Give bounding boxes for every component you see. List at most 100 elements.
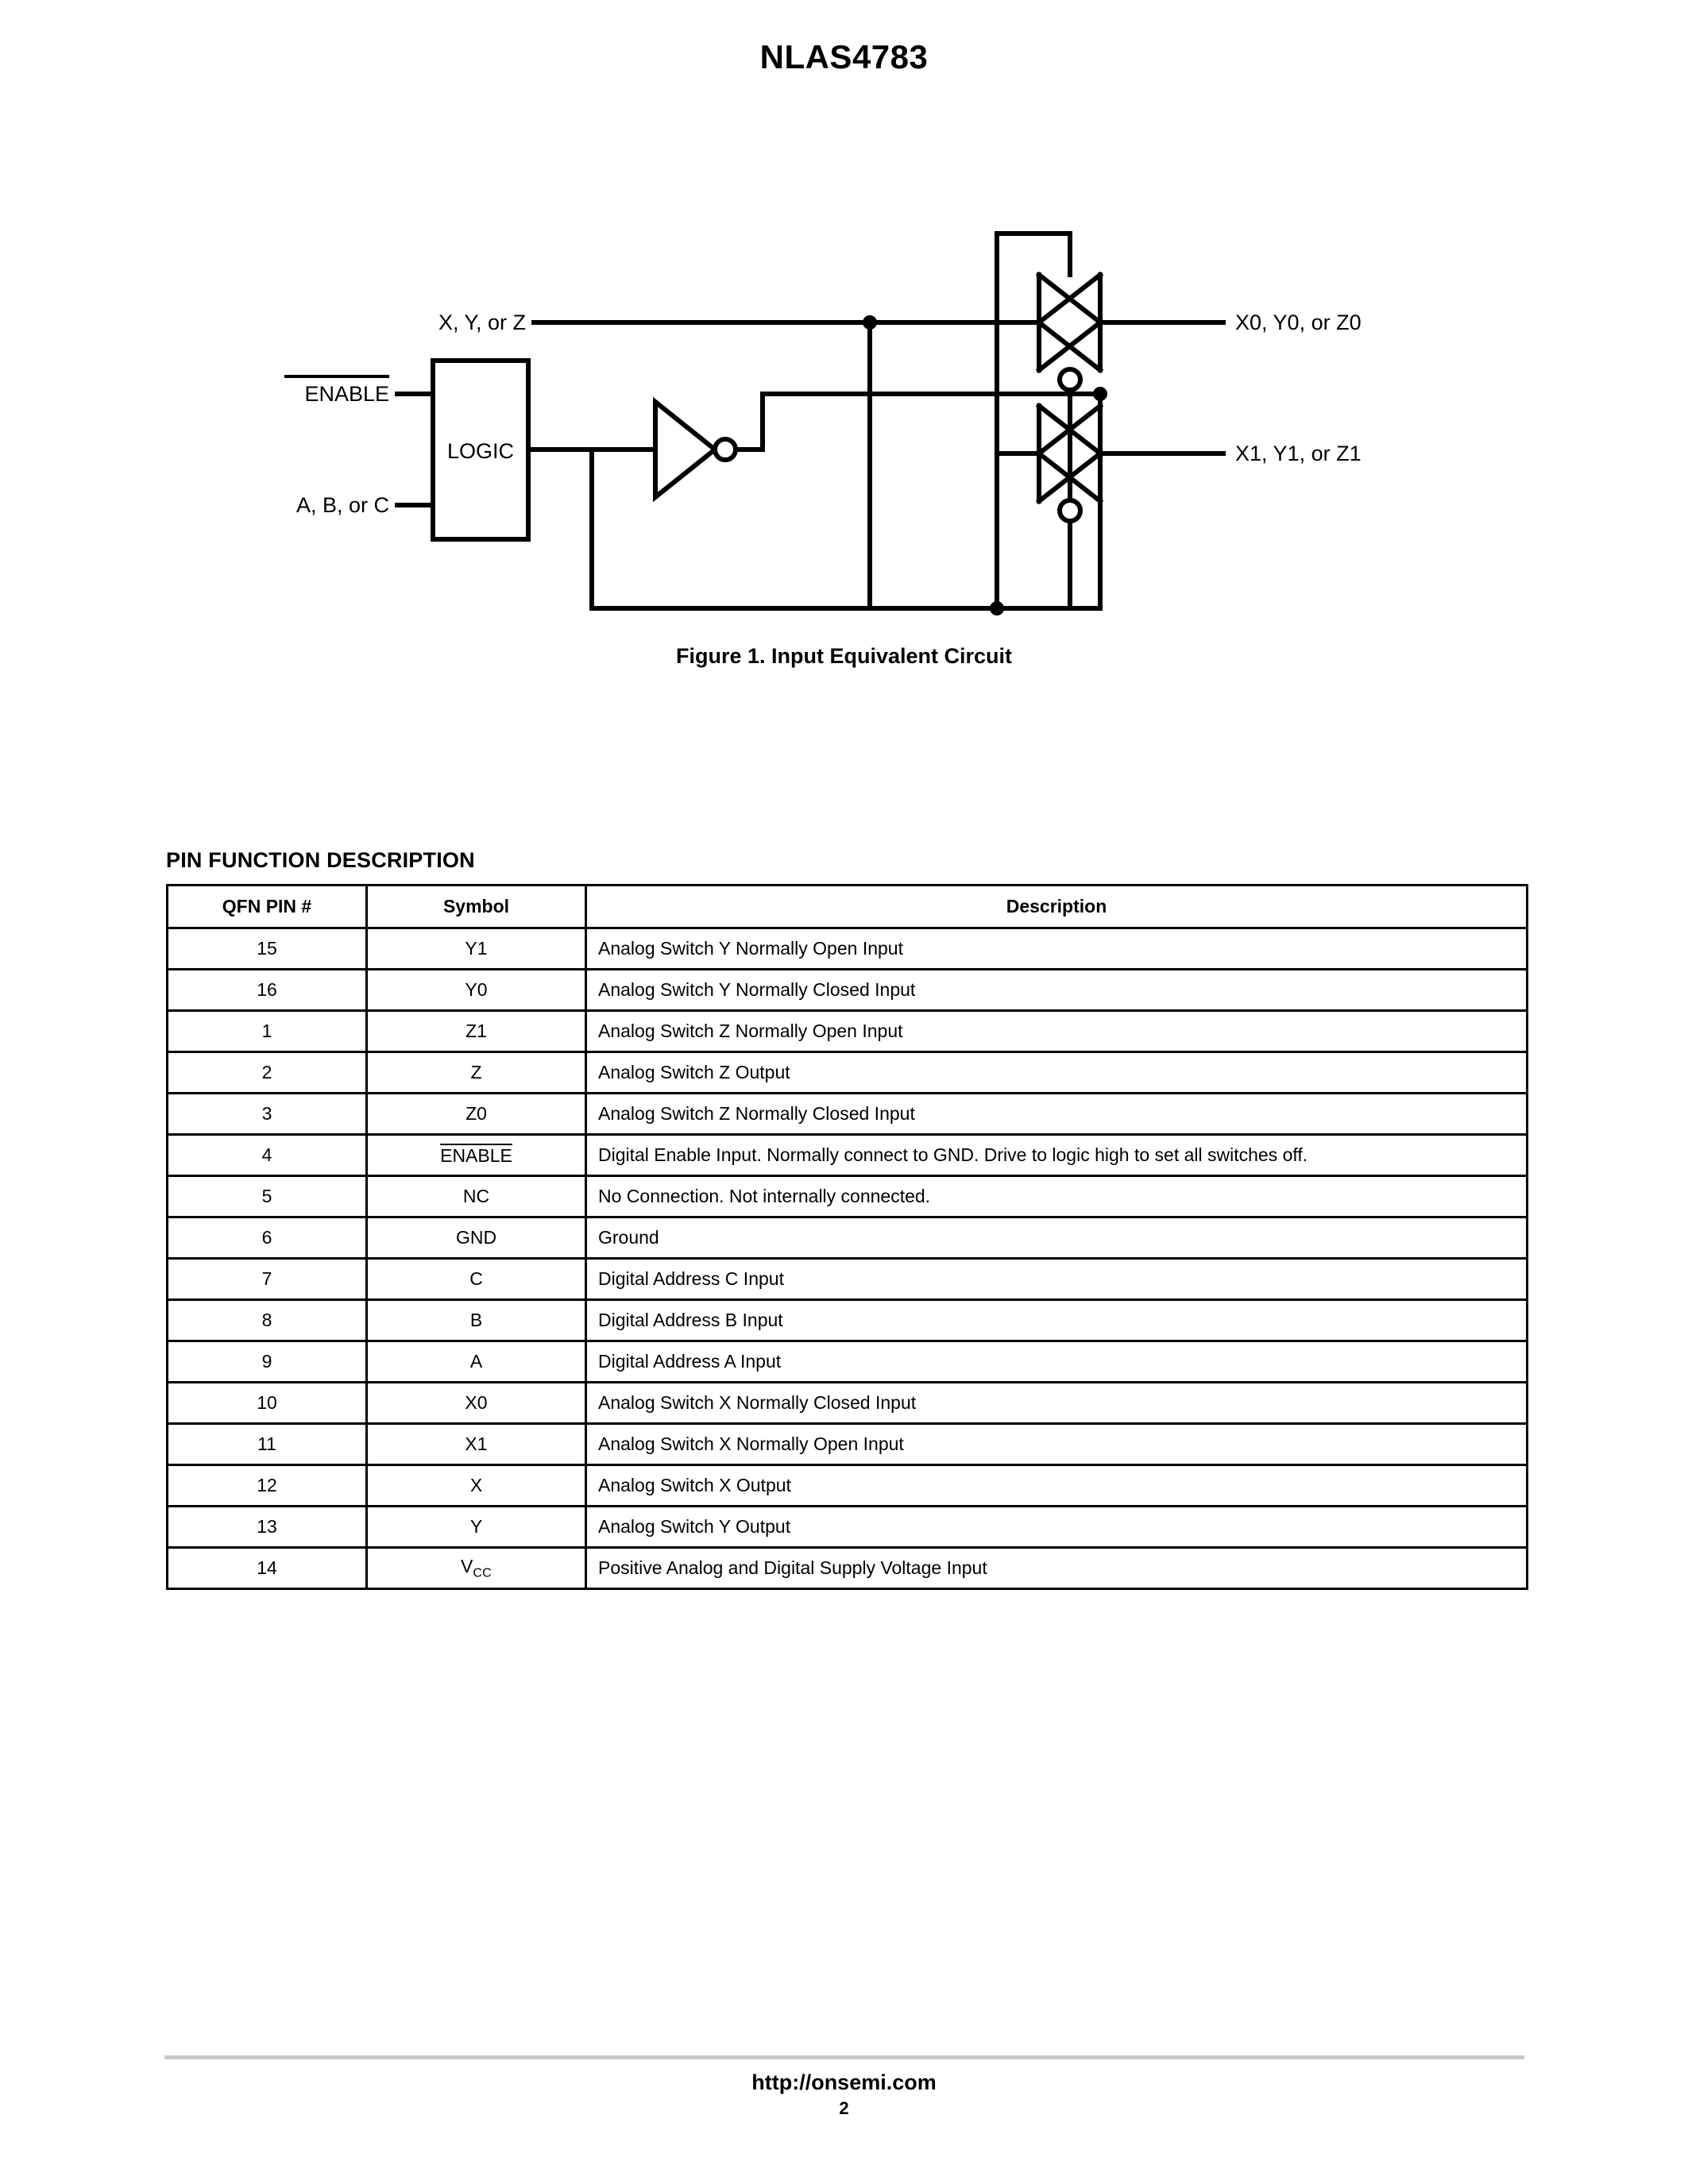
cell-qfn-pin: 2 bbox=[166, 1051, 368, 1094]
cell-symbol: A bbox=[365, 1340, 587, 1383]
cell-symbol: X0 bbox=[365, 1381, 587, 1425]
inverter-triangle bbox=[653, 396, 719, 503]
cell-description: Digital Address C Input bbox=[585, 1257, 1528, 1301]
pin-section-title: PIN FUNCTION DESCRIPTION bbox=[166, 848, 475, 872]
label-address: A, B, or C bbox=[296, 493, 389, 517]
cell-symbol: Y1 bbox=[365, 927, 587, 970]
cell-description: Analog Switch Z Normally Closed Input bbox=[585, 1092, 1528, 1136]
cell-description: Digital Address A Input bbox=[585, 1340, 1528, 1383]
cell-description: Digital Enable Input. Normally connect t… bbox=[585, 1133, 1528, 1177]
cell-description: No Connection. Not internally connected. bbox=[585, 1175, 1528, 1218]
label-enable-group: ENABLE bbox=[284, 375, 389, 406]
cell-qfn-pin: 8 bbox=[166, 1298, 368, 1342]
cell-qfn-pin: 12 bbox=[166, 1464, 368, 1507]
footer-url[interactable]: http://onsemi.com bbox=[751, 2070, 937, 2094]
cell-qfn-pin: 9 bbox=[166, 1340, 368, 1383]
overlined-symbol: ENABLE bbox=[440, 1144, 512, 1166]
label-logic-block: LOGIC bbox=[447, 439, 514, 463]
cell-qfn-pin: 16 bbox=[166, 968, 368, 1012]
pin-table-head: QFN PIN # Symbol Description bbox=[166, 884, 1528, 929]
label-out0: X0, Y0, or Z0 bbox=[1235, 311, 1362, 334]
pin-function-section: PIN FUNCTION DESCRIPTION QFN PIN # Symbo… bbox=[166, 848, 1528, 1590]
col-header-description: Description bbox=[585, 884, 1528, 929]
junction-dot-bottom bbox=[990, 601, 1004, 615]
cell-qfn-pin: 4 bbox=[166, 1133, 368, 1177]
cell-description: Analog Switch X Normally Closed Input bbox=[585, 1381, 1528, 1425]
cell-qfn-pin: 1 bbox=[166, 1009, 368, 1053]
input-equivalent-circuit-diagram: X, Y, or Z ENABLE A, B, or C LOGIC X0, Y… bbox=[284, 231, 1362, 615]
tgate-bot-x2 bbox=[1035, 402, 1104, 457]
cell-description: Analog Switch Y Normally Closed Input bbox=[585, 968, 1528, 1012]
tgate-bot-x4 bbox=[1035, 450, 1104, 505]
cell-qfn-pin: 5 bbox=[166, 1175, 368, 1218]
cell-qfn-pin: 6 bbox=[166, 1216, 368, 1260]
cell-description: Positive Analog and Digital Supply Volta… bbox=[585, 1546, 1528, 1590]
cell-symbol: Z bbox=[365, 1051, 587, 1094]
cell-symbol: Z0 bbox=[365, 1092, 587, 1136]
pin-table-header-row: QFN PIN # Symbol Description bbox=[166, 884, 1528, 929]
tgate-top-inverting-bubble bbox=[1057, 367, 1083, 392]
inverter-bubble bbox=[713, 437, 738, 462]
cell-description: Digital Address B Input bbox=[585, 1298, 1528, 1342]
page-title: NLAS4783 bbox=[759, 38, 929, 75]
cell-qfn-pin: 15 bbox=[166, 927, 368, 970]
cell-symbol: X bbox=[365, 1464, 587, 1507]
footer-divider bbox=[164, 2055, 1524, 2059]
cell-qfn-pin: 7 bbox=[166, 1257, 368, 1301]
cell-qfn-pin: 13 bbox=[166, 1505, 368, 1549]
page-header: NLAS4783 bbox=[0, 0, 1688, 76]
tgate-top-x4 bbox=[1035, 318, 1104, 374]
cell-qfn-pin: 11 bbox=[166, 1422, 368, 1466]
label-out1: X1, Y1, or Z1 bbox=[1235, 442, 1362, 465]
cell-symbol: ENABLE bbox=[365, 1133, 587, 1177]
cell-symbol: VCC bbox=[365, 1546, 587, 1590]
col-header-qfn-pin: QFN PIN # bbox=[166, 884, 368, 929]
symbol-subscript: CC bbox=[473, 1566, 492, 1580]
cell-symbol: Z1 bbox=[365, 1009, 587, 1053]
cell-symbol: GND bbox=[365, 1216, 587, 1260]
figure-1-block: X, Y, or Z ENABLE A, B, or C LOGIC X0, Y… bbox=[0, 76, 1688, 712]
col-header-symbol: Symbol bbox=[365, 884, 587, 929]
table-row: 4 ENABLE Digital Enable Input. Normally co… bbox=[166, 1133, 1528, 1177]
cell-description: Analog Switch Z Normally Open Input bbox=[585, 1009, 1528, 1053]
cell-symbol: Y0 bbox=[365, 968, 587, 1012]
cell-description: Analog Switch Y Output bbox=[585, 1505, 1528, 1549]
label-enable: ENABLE bbox=[304, 382, 389, 406]
footer-page-number: 2 bbox=[839, 2098, 849, 2118]
label-analog-common: X, Y, or Z bbox=[438, 311, 526, 334]
tgate-bot-inverting-bubble bbox=[1057, 498, 1083, 523]
cell-symbol: Y bbox=[365, 1505, 587, 1549]
cell-description: Analog Switch X Normally Open Input bbox=[585, 1422, 1528, 1466]
cell-qfn-pin: 10 bbox=[166, 1381, 368, 1425]
cell-symbol: B bbox=[365, 1298, 587, 1342]
cell-description: Analog Switch X Output bbox=[585, 1464, 1528, 1507]
cell-description: Analog Switch Y Normally Open Input bbox=[585, 927, 1528, 970]
cell-symbol: X1 bbox=[365, 1422, 587, 1466]
cell-qfn-pin: 3 bbox=[166, 1092, 368, 1136]
cell-qfn-pin: 14 bbox=[166, 1546, 368, 1590]
cell-description: Ground bbox=[585, 1216, 1528, 1260]
cell-description: Analog Switch Z Output bbox=[585, 1051, 1528, 1094]
cell-symbol: C bbox=[365, 1257, 587, 1301]
figure-caption: Figure 1. Input Equivalent Circuit bbox=[675, 644, 1013, 668]
cell-symbol: NC bbox=[365, 1175, 587, 1218]
tgate-top-x2 bbox=[1035, 271, 1104, 326]
page-footer: http://onsemi.com 2 bbox=[0, 2055, 1688, 2119]
